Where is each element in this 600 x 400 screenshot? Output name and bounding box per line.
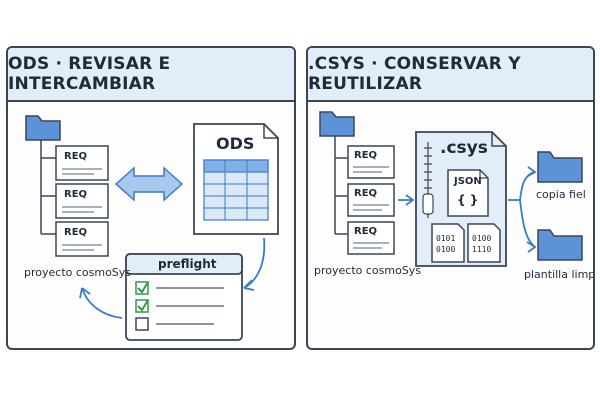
panel-ods: ODS · REVISAR E INTERCAMBIAR xyxy=(6,46,296,350)
req-card xyxy=(347,145,395,179)
binary-line: 0101 xyxy=(436,234,456,243)
req-label: REQ xyxy=(354,150,378,161)
csys-archive-label: .csys xyxy=(440,138,488,158)
preflight-panel xyxy=(125,253,243,341)
req-label: REQ xyxy=(354,226,378,237)
checkbox-checked-icon xyxy=(135,299,149,313)
checkbox-empty-icon xyxy=(135,317,149,331)
binary-file-icon xyxy=(431,223,465,263)
req-card xyxy=(55,221,109,257)
branch-arrows xyxy=(508,166,537,253)
preflight-label: preflight xyxy=(158,257,217,271)
tree-connector xyxy=(40,140,56,235)
folder-icon xyxy=(537,151,583,183)
json-braces: { } xyxy=(457,193,479,207)
csys-illustration xyxy=(319,111,583,267)
exchange-arrow-icon xyxy=(114,166,184,202)
req-card xyxy=(55,145,109,181)
panel-csys: .CSYS · CONSERVAR Y REUTILIZAR xyxy=(306,46,595,350)
panel-title-csys: .CSYS · CONSERVAR Y REUTILIZAR xyxy=(308,48,593,102)
project-label: proyecto cosmoSys xyxy=(314,264,422,277)
flow-arrow-back xyxy=(79,287,123,319)
req-card xyxy=(347,221,395,255)
req-card xyxy=(55,183,109,219)
tree-connector xyxy=(334,136,348,235)
folder-icon xyxy=(25,115,61,141)
output-label-copy: copia fiel xyxy=(536,188,586,201)
ods-doc-label: ODS xyxy=(216,134,255,153)
binary-file-icon xyxy=(467,223,501,263)
binary-line: 0100 xyxy=(472,234,492,243)
ods-illustration xyxy=(25,115,279,341)
req-label: REQ xyxy=(64,189,88,200)
ods-document-icon xyxy=(193,123,279,235)
output-label-template: plantilla limpia xyxy=(524,268,595,281)
json-file-icon xyxy=(447,169,489,217)
binary-line: 0100 xyxy=(436,245,456,254)
panel-title-ods: ODS · REVISAR E INTERCAMBIAR xyxy=(8,48,294,102)
folder-icon xyxy=(319,111,355,137)
req-label: REQ xyxy=(64,151,88,162)
folder-icon xyxy=(537,229,583,261)
json-label: JSON xyxy=(454,176,482,187)
binary-line: 1110 xyxy=(472,245,492,254)
zipper-icon xyxy=(422,142,434,218)
project-label: proyecto cosmoSys xyxy=(24,266,132,279)
req-label: REQ xyxy=(64,227,88,238)
req-card xyxy=(347,183,395,217)
req-label: REQ xyxy=(354,188,378,199)
flow-arrow-right xyxy=(398,194,415,206)
checkbox-checked-icon xyxy=(135,281,149,295)
flow-arrow-down xyxy=(243,237,266,291)
